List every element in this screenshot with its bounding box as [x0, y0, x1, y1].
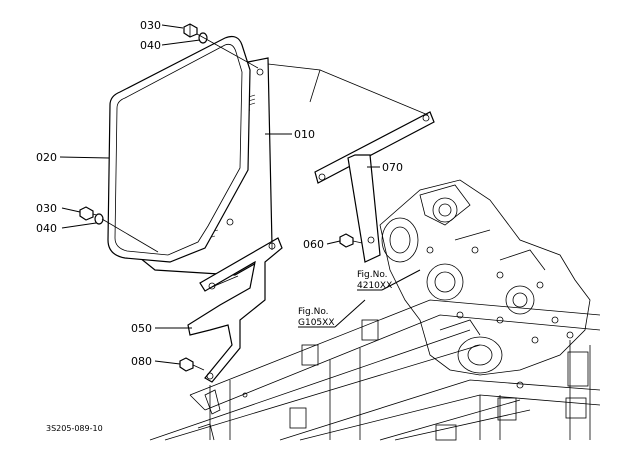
- washer-040-top: [198, 32, 208, 44]
- callout-010: 010: [294, 128, 315, 141]
- bolt-060: [339, 233, 363, 248]
- chassis-frame: [149, 299, 601, 441]
- fig-ref-1-prefix: Fig.No.: [357, 270, 388, 280]
- callout-040-top: 040: [140, 39, 161, 52]
- assembly-lines: [101, 33, 429, 288]
- washer-040-side: [94, 213, 104, 225]
- callout-020: 020: [36, 151, 57, 164]
- fig-ref-1-number: 4210XX: [357, 281, 392, 291]
- callout-040-side: 040: [36, 222, 57, 235]
- bracket-070: [314, 111, 435, 263]
- callout-070: 070: [382, 161, 403, 174]
- callout-050: 050: [131, 322, 152, 335]
- gear-case: [379, 179, 591, 376]
- callout-080: 080: [131, 355, 152, 368]
- bolt-080: [179, 357, 205, 372]
- drawing-code: 3S205-089-10: [46, 424, 103, 433]
- callout-030-top: 030: [140, 19, 161, 32]
- frame-020: [107, 35, 251, 263]
- fig-ref-2-prefix: Fig.No.: [298, 307, 329, 317]
- leader-lines: [59, 24, 421, 365]
- callout-060: 060: [303, 238, 324, 251]
- bolt-030-top: [183, 23, 198, 38]
- callout-030-side: 030: [36, 202, 57, 215]
- fig-ref-2-number: G105XX: [298, 318, 334, 328]
